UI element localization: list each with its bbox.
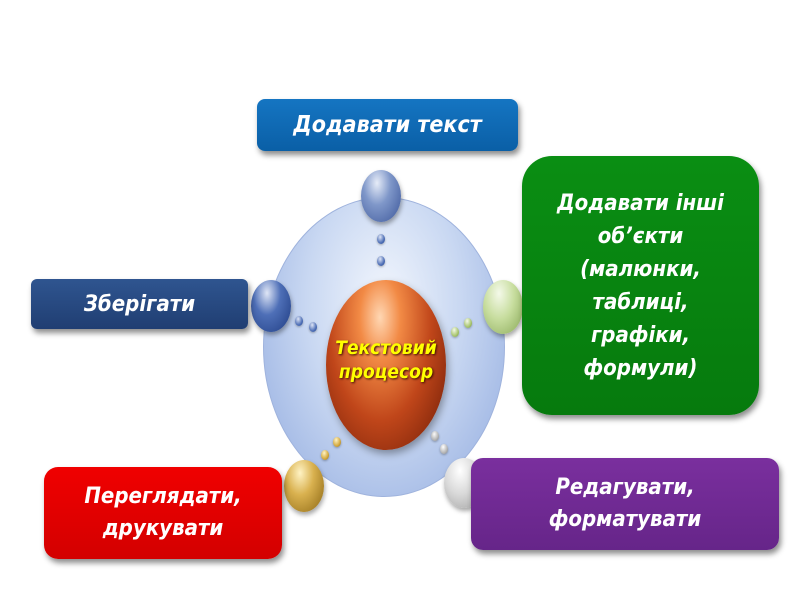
connector-dot xyxy=(440,444,448,454)
item-label: Переглядати, друкувати xyxy=(84,484,242,541)
connector-dot xyxy=(431,431,439,441)
center-label: Текстовий процесор xyxy=(335,337,437,383)
node-ball-bottom-left xyxy=(284,460,324,512)
node-ball-top xyxy=(361,170,401,222)
item-add-objects: Додавати інші об’єкти (малюнки, таблиці,… xyxy=(522,156,759,415)
connector-dot xyxy=(451,327,459,337)
connector-dot xyxy=(464,318,472,328)
connector-dot xyxy=(333,437,341,447)
node-ball-left xyxy=(251,280,291,332)
connector-dot xyxy=(321,450,329,460)
item-save: Зберігати xyxy=(31,279,248,329)
item-label: Додавати інші об’єкти (малюнки, таблиці,… xyxy=(557,190,724,381)
item-label: Додавати текст xyxy=(293,112,482,138)
item-label: Редагувати, форматувати xyxy=(548,475,702,532)
item-add-text: Додавати текст xyxy=(257,99,518,151)
node-ball-right xyxy=(483,280,523,334)
item-label: Зберігати xyxy=(83,291,196,317)
connector-dot xyxy=(309,322,317,332)
connector-dot xyxy=(377,256,385,266)
item-view-print: Переглядати, друкувати xyxy=(44,467,282,559)
connector-dot xyxy=(377,234,385,244)
item-edit-format: Редагувати, форматувати xyxy=(471,458,779,550)
center-node xyxy=(326,280,446,450)
connector-dot xyxy=(295,316,303,326)
